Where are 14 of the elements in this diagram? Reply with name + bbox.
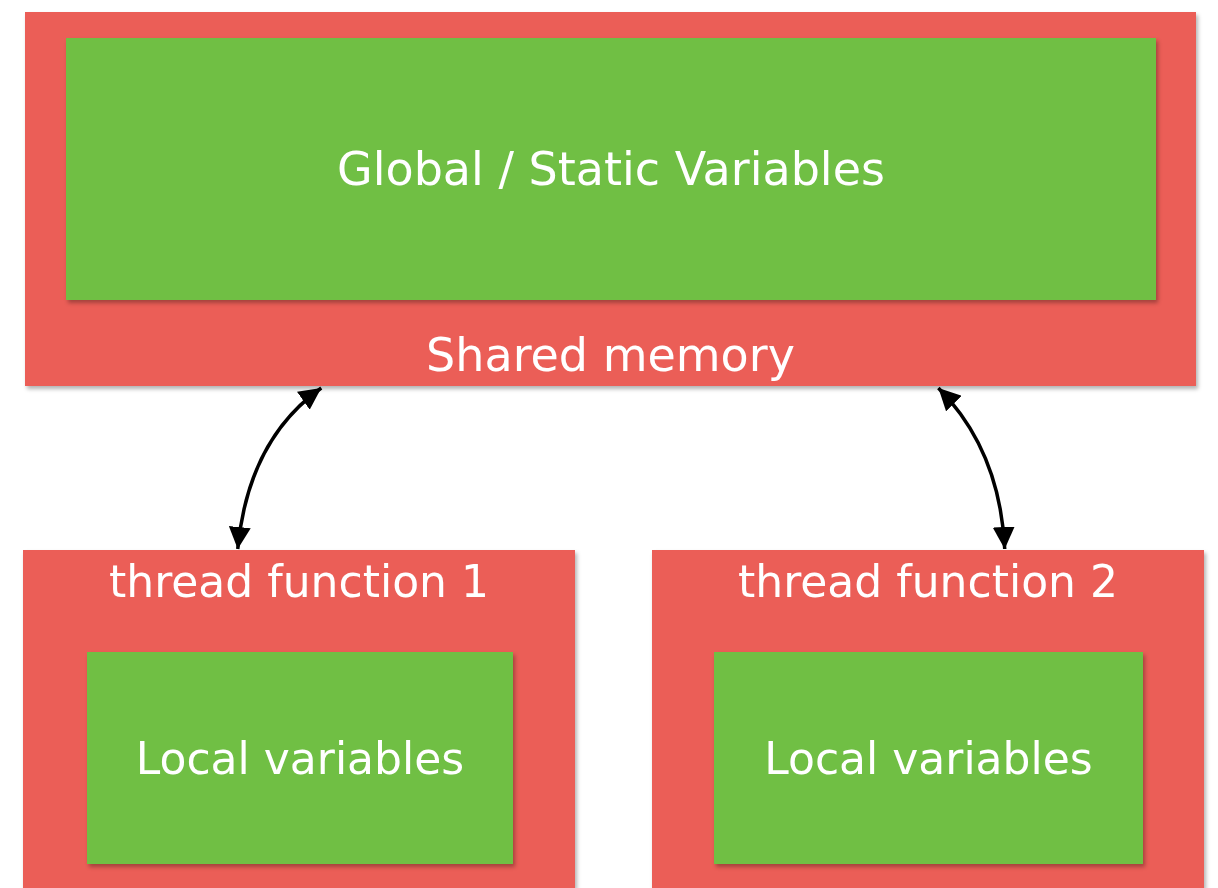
box-label: Local variables — [135, 732, 465, 784]
thread-panel — [23, 550, 575, 888]
shared-memory-panel — [25, 12, 1196, 386]
panel-label: thread function 2 — [737, 556, 1119, 607]
thread-panel — [652, 550, 1204, 888]
panel-label: Shared memory — [425, 328, 796, 382]
variables-box — [87, 652, 513, 864]
variables-box — [66, 38, 1156, 300]
double-headed-arrow — [937, 386, 1015, 550]
panel-label: thread function 1 — [108, 556, 490, 607]
variables-box — [714, 652, 1143, 864]
box-label: Global / Static Variables — [337, 142, 885, 196]
double-headed-arrow — [229, 386, 323, 550]
box-label: Local variables — [764, 732, 1093, 784]
